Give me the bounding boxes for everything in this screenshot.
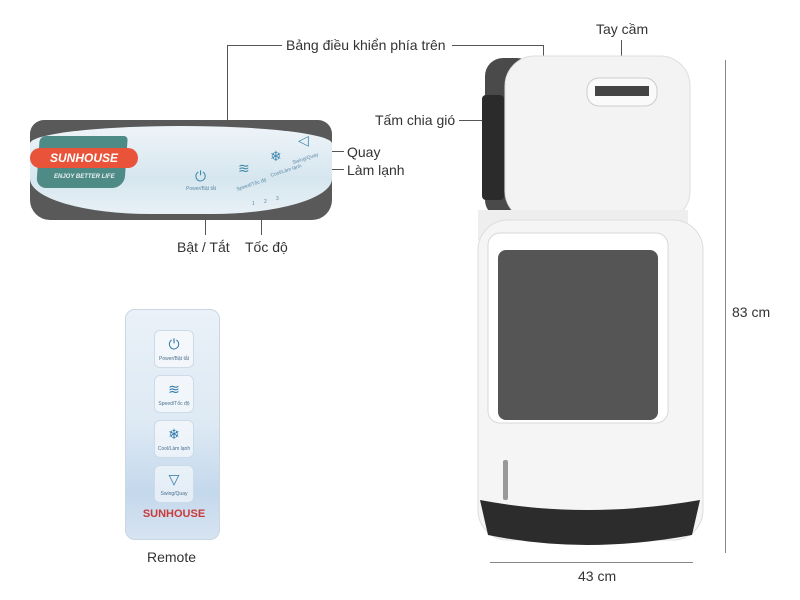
water-level-window [503, 460, 508, 500]
control-panel-photo: SUNHOUSE ENJOY BETTER LIFE ⏻ Power/Bật t… [30, 120, 332, 220]
leader-line [227, 45, 228, 120]
label-remote: Remote [147, 549, 197, 565]
wind-icon: ≋ [238, 160, 250, 176]
leader-line [459, 120, 489, 121]
label-top-panel: Bảng điều khiển phía trên [286, 37, 446, 53]
panel-button-label: Speed/Tốc độ [235, 177, 268, 193]
height-dimension-line [725, 60, 726, 553]
remote-swing-button: ▽Swing/Quay [154, 465, 194, 503]
swing-icon: ▽ [168, 471, 180, 487]
width-dimension-line [490, 562, 693, 563]
remote-brand-logo: SUNHOUSE [142, 508, 206, 520]
panel-button-label: Power/Bật tắt [186, 186, 217, 192]
water-tank-base [480, 500, 700, 545]
remote-cool-button: ❄Cool/Làm lạnh [154, 420, 194, 458]
label-height: 83 cm [732, 304, 771, 320]
panel-button-label: Cool/Làm lạnh [269, 163, 303, 179]
leader-line [227, 45, 282, 46]
label-swing: Quay [347, 144, 381, 160]
label-cooling: Làm lạnh [347, 162, 405, 178]
handle-vent [595, 86, 649, 96]
remote-control-photo: ⏻Power/Bật tắt ≋Speed/Tốc độ ❄Cool/Làm l… [125, 309, 220, 540]
leader-line [452, 45, 544, 46]
label-width: 43 cm [578, 568, 617, 584]
brand-logo: SUNHOUSE [30, 148, 138, 168]
speed-level: 2 [264, 199, 267, 205]
leader-line [543, 45, 544, 57]
remote-power-button: ⏻Power/Bật tắt [154, 330, 194, 368]
speed-level: 3 [276, 196, 279, 202]
brand-slogan: ENJOY BETTER LIFE [54, 174, 115, 180]
panel-button-label: Swing/Quay [291, 151, 320, 167]
label-power: Bật / Tắt [177, 239, 230, 255]
leader-line [322, 151, 344, 152]
swing-icon: ◁ [298, 132, 309, 148]
power-icon: ⏻ [168, 336, 180, 352]
wind-icon: ≋ [168, 381, 180, 397]
label-speed: Tốc độ [245, 239, 288, 255]
louver [482, 95, 504, 200]
air-cooler-photo [477, 55, 704, 545]
front-filter-panel [498, 250, 658, 420]
label-handle: Tay cầm [596, 21, 649, 37]
power-icon: ⏻ [195, 168, 207, 184]
remote-speed-button: ≋Speed/Tốc độ [154, 375, 194, 413]
snowflake-icon: ❄ [168, 426, 180, 442]
label-louver: Tấm chia gió [375, 112, 456, 128]
snowflake-icon: ❄ [270, 148, 282, 164]
speed-level: 1 [252, 201, 255, 207]
